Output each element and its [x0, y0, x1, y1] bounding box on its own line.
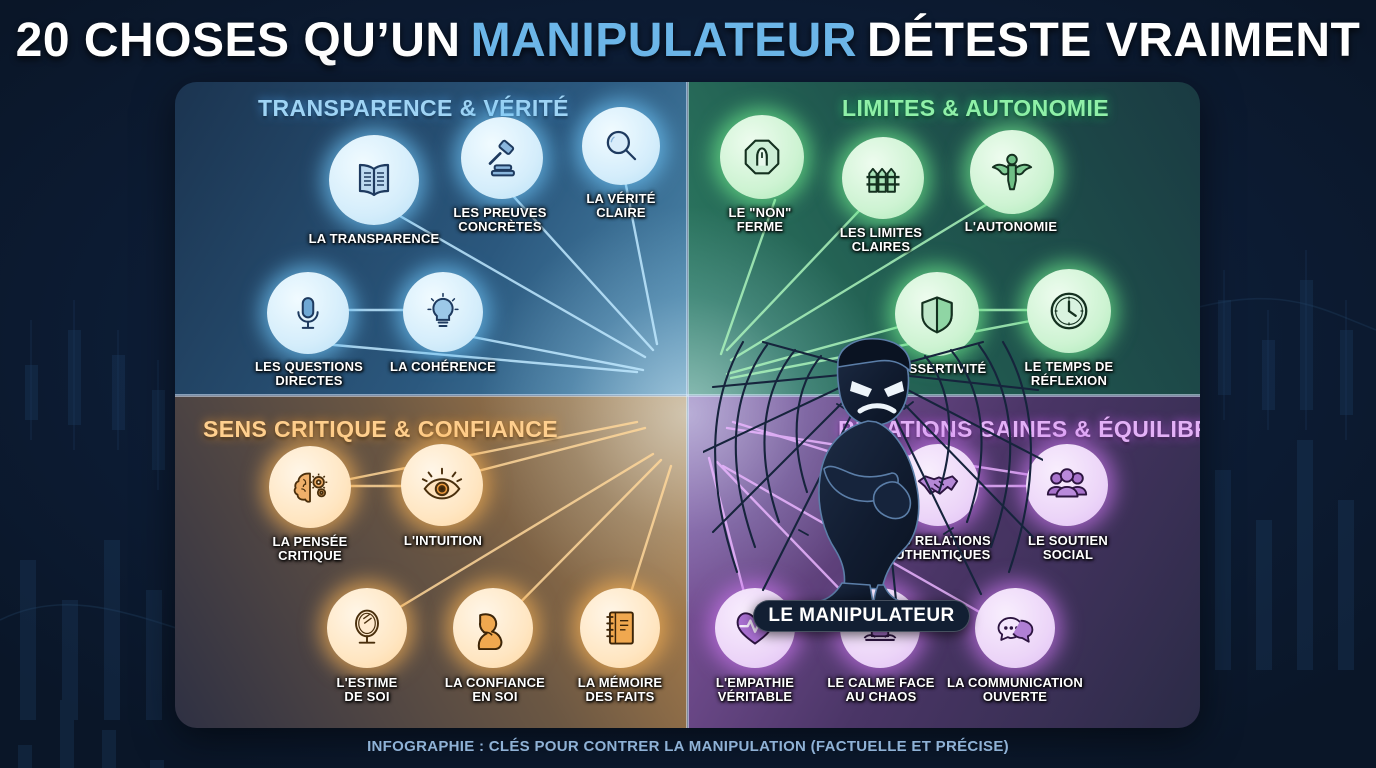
node-label: LA COHÉRENCE [390, 359, 496, 374]
node-label: LA PENSÉE CRITIQUE [272, 534, 348, 563]
gavel-icon[interactable] [461, 117, 543, 199]
page-title: 20 CHOSES QU’UN MANIPULATEUR DÉTESTE VRA… [0, 8, 1376, 72]
node-label: LA COMMUNICATION OUVERTE [946, 675, 1084, 704]
fence-icon[interactable] [842, 137, 924, 219]
brain-gears-icon[interactable] [269, 446, 351, 528]
node-label: LE TEMPS DE RÉFLEXION [1024, 359, 1114, 388]
winged-person-icon[interactable] [970, 130, 1054, 214]
node-label: LA MÉMOIRE DES FAITS [577, 675, 663, 704]
quadrant-title-limites-autonomie: LIMITES & AUTONOMIE [842, 95, 1109, 121]
node-label: L'EMPATHIE VÉRITABLE [715, 675, 795, 704]
magnifier-icon[interactable] [582, 107, 660, 185]
flexed-arm-icon[interactable] [453, 588, 533, 668]
open-book-icon[interactable] [329, 135, 419, 225]
lightbulb-icon[interactable] [403, 272, 483, 352]
node-label: LA CONFIANCE EN SOI [444, 675, 546, 704]
mirror-icon[interactable] [327, 588, 407, 668]
infographic-panel: TRANSPARENCE & VÉRITÉ LIMITES & AUTONOMI… [175, 82, 1200, 728]
quadrant-title-transparence-verite: TRANSPARENCE & VÉRITÉ [258, 95, 569, 121]
shield-icon[interactable] [895, 272, 979, 356]
node-label: LE CALME FACE AU CHAOS [827, 675, 935, 704]
quadrant-title-sens-critique-confiance: SENS CRITIQUE & CONFIANCE [203, 416, 559, 442]
stop-hand-icon[interactable] [720, 115, 804, 199]
eye-icon[interactable] [401, 444, 483, 526]
speech-bubbles-icon[interactable] [975, 588, 1055, 668]
footer-caption: INFOGRAPHIE : CLÉS POUR CONTRER LA MANIP… [367, 738, 1009, 755]
center-badge-label: LE MANIPULATEUR [768, 605, 955, 626]
title-part-2: DÉTESTE VRAIMENT [866, 13, 1361, 67]
title-accent-word: MANIPULATEUR [470, 13, 857, 67]
node-label: LES PREUVES CONCRÈTES [453, 205, 547, 234]
node-label: L'ESTIME DE SOI [336, 675, 398, 704]
notebook-icon[interactable] [580, 588, 660, 668]
node-label: LA VÉRITÉ CLAIRE [586, 191, 656, 220]
node-label: L'INTUITION [403, 533, 483, 548]
clock-icon[interactable] [1027, 269, 1111, 353]
node-label: LES LIMITES CLAIRES [839, 225, 923, 254]
manipulator-silhouette [814, 338, 920, 616]
node-label: L'AUTONOMIE [964, 219, 1058, 234]
center-badge: LE MANIPULATEUR [753, 600, 970, 632]
node-label: LES QUESTIONS DIRECTES [254, 359, 364, 388]
title-part-1: 20 CHOSES QU’UN [15, 13, 461, 67]
node-label: LE "NON" FERME [728, 205, 792, 234]
spider-web [703, 340, 1043, 622]
node-label: LA TRANSPARENCE [308, 231, 440, 246]
quadrant-title-relations-saines-equilibre: RELATIONS SAINES & ÉQUILIBRE [838, 416, 1200, 442]
microphone-icon[interactable] [267, 272, 349, 354]
